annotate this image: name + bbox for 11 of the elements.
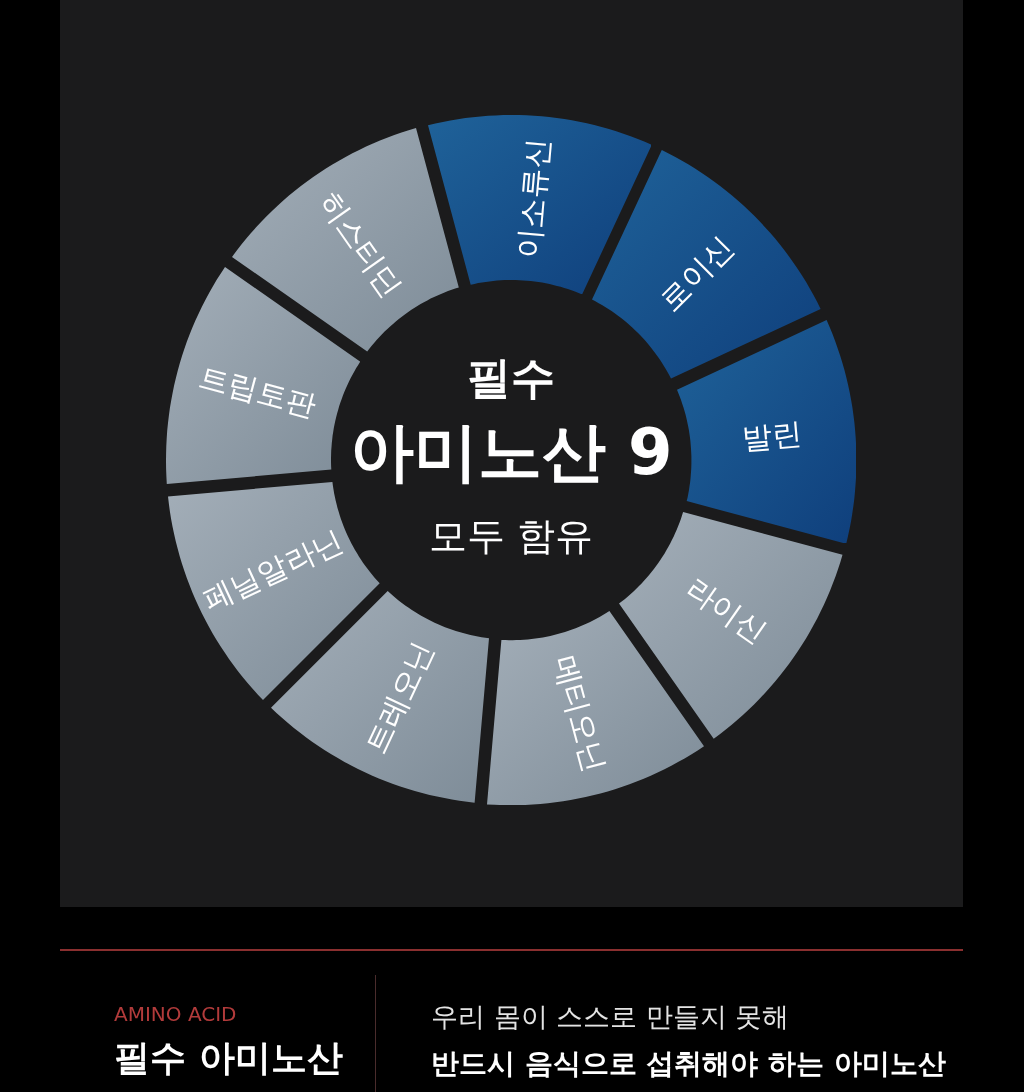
center-title: 아미노산 9 (349, 413, 673, 491)
segment-label: 트립토판 (194, 357, 321, 426)
segment-label: 발린 (740, 415, 805, 459)
section-title: 필수 아미노산 (114, 1036, 343, 1080)
center-heading: 필수 (467, 350, 555, 405)
segment-label: 이소류신 (509, 136, 557, 261)
category-label: AMINO ACID (114, 1002, 237, 1026)
description-text: 반드시 음식으로 섭취해야 하는 아미노산 (431, 1047, 946, 1081)
description-text: 우리 몸이 스스로 만들지 못해 (431, 1001, 790, 1034)
center-subtitle: 모두 함유 (428, 512, 594, 560)
segment-label: 메티오닌 (546, 650, 614, 777)
